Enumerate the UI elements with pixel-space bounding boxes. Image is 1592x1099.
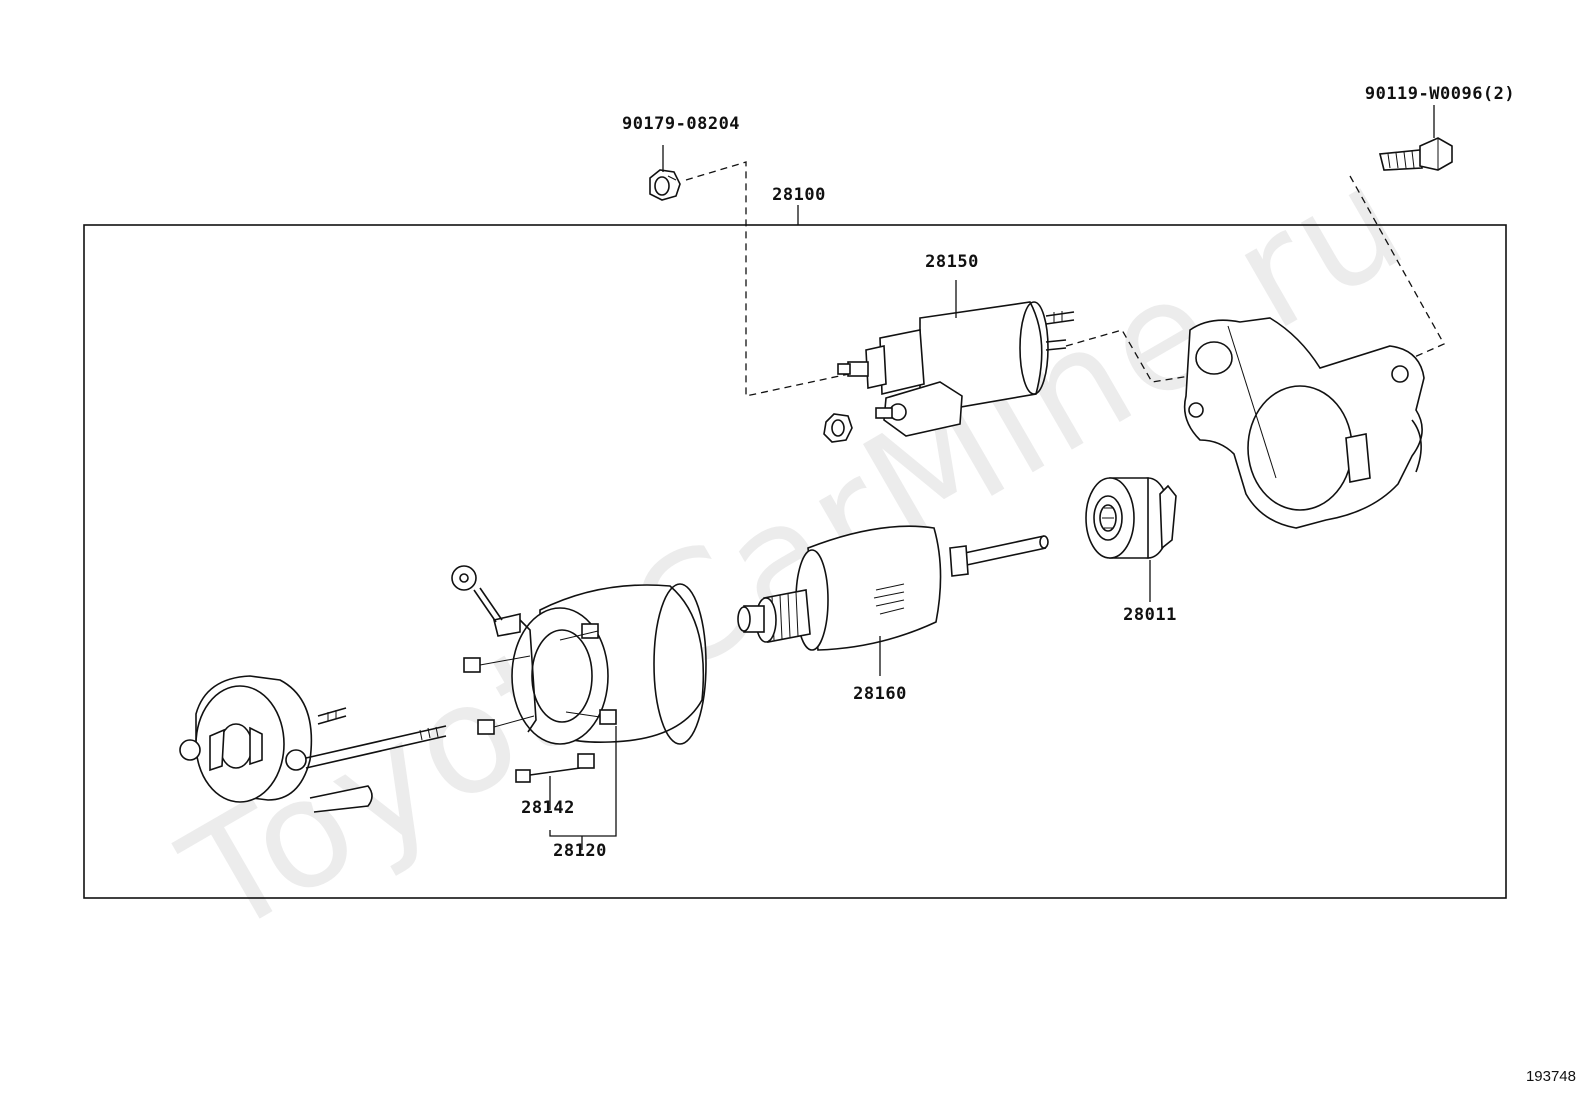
- armature-part: [737, 525, 1049, 651]
- brush-part: [515, 753, 595, 783]
- part-label-bolt-right: 90119-W0096(2): [1364, 84, 1516, 104]
- drive-housing-part: [1183, 317, 1425, 529]
- bolt-right-dashline: [1349, 175, 1445, 373]
- end-frame-part: [179, 675, 447, 813]
- brush-holder-bracket: [549, 726, 617, 837]
- nut-upper-part: [649, 169, 681, 201]
- part-label-drive-clutch: 28011: [1123, 605, 1177, 625]
- part-label-brush: 28142: [521, 798, 575, 818]
- bolt-right-part: [1378, 137, 1453, 171]
- figure-id: 193748: [1525, 1068, 1576, 1085]
- assembly-label: 28100: [772, 185, 826, 205]
- yoke-part: [451, 565, 707, 745]
- assembly-frame: [83, 224, 1507, 899]
- nut-upper-dashline: [685, 161, 859, 397]
- part-label-brush-holder: 28120: [553, 841, 607, 861]
- part-label-solenoid: 28150: [925, 252, 979, 272]
- drive-clutch-part: [1085, 477, 1177, 559]
- part-label-nut-upper: 90179-08204: [621, 114, 741, 134]
- nut-small-part: [823, 413, 853, 443]
- solenoid-dashline: [1065, 329, 1191, 383]
- solenoid-part: [837, 301, 1075, 437]
- part-label-armature: 28160: [853, 684, 907, 704]
